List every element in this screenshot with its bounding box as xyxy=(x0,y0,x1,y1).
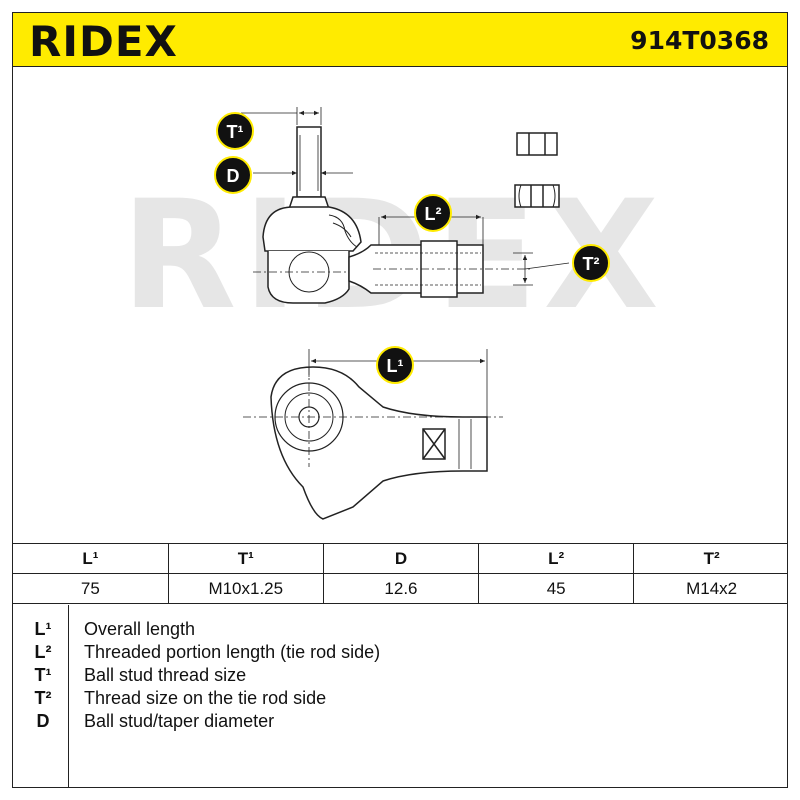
part-number: 914T0368 xyxy=(630,26,769,55)
spec-value-d: 12.6 xyxy=(322,573,480,604)
legend-text: Threaded portion length (tie rod side) xyxy=(84,642,381,662)
brand-logo: RIDEX xyxy=(29,17,178,66)
nut-bottom xyxy=(514,184,560,208)
legend-text: Ball stud/taper diameter xyxy=(84,711,275,731)
spec-header-t1: T¹ xyxy=(167,543,324,574)
spec-table: L¹ T¹ D L² T² 75 M10x1.25 12.6 45 M14x2 xyxy=(13,543,787,604)
spec-header-l1: L¹ xyxy=(13,543,169,574)
callout-t1-label: T¹ xyxy=(227,122,244,142)
spec-value-t1: M10x1.25 xyxy=(167,573,324,604)
callout-t1: T¹ xyxy=(216,112,254,150)
legend-key: T² xyxy=(34,688,52,708)
callout-l1: L¹ xyxy=(376,346,414,384)
spec-header-d: D xyxy=(322,543,480,574)
diagram-frame: RIDEX 914T0368 RIDEX xyxy=(12,12,788,788)
legend-text: Overall length xyxy=(84,619,196,639)
callout-l2-label: L² xyxy=(425,204,442,224)
spec-value-l2: 45 xyxy=(478,573,635,604)
nut-top xyxy=(516,132,558,156)
callout-l2: L² xyxy=(414,194,452,232)
legend-text: Ball stud thread size xyxy=(84,665,247,685)
legend-item: L² Threaded portion length (tie rod side… xyxy=(13,642,787,664)
spec-header-t2: T² xyxy=(633,543,787,574)
callout-d: D xyxy=(214,156,252,194)
tie-rod-socket xyxy=(348,240,533,298)
callout-d-label: D xyxy=(227,166,240,186)
spec-table-value-row: 75 M10x1.25 12.6 45 M14x2 xyxy=(13,573,787,604)
callout-l1-label: L¹ xyxy=(387,356,404,376)
legend-key: D xyxy=(36,711,50,731)
callout-t2-label: T² xyxy=(583,254,600,274)
legend-divider xyxy=(68,605,69,787)
spec-value-l1: 75 xyxy=(13,573,169,604)
legend-text: Thread size on the tie rod side xyxy=(84,688,327,708)
legend-key: T¹ xyxy=(34,665,52,685)
legend-key: L² xyxy=(34,642,52,662)
legend-item: T¹ Ball stud thread size xyxy=(13,665,787,687)
spec-header-l2: L² xyxy=(478,543,635,574)
legend-item: T² Thread size on the tie rod side xyxy=(13,688,787,710)
technical-drawing: RIDEX xyxy=(121,107,659,520)
legend-item: L¹ Overall length xyxy=(13,619,787,641)
housing-top-view xyxy=(243,366,503,520)
ball-stud xyxy=(253,126,363,304)
legend: L¹ Overall length L² Threaded portion le… xyxy=(13,605,787,787)
spec-value-t2: M14x2 xyxy=(633,573,787,604)
callout-t2: T² xyxy=(572,244,610,282)
header-bar: RIDEX 914T0368 xyxy=(13,13,787,67)
legend-key: L¹ xyxy=(34,619,52,639)
spec-table-header-row: L¹ T¹ D L² T² xyxy=(13,543,787,574)
legend-item: D Ball stud/taper diameter xyxy=(13,711,787,733)
